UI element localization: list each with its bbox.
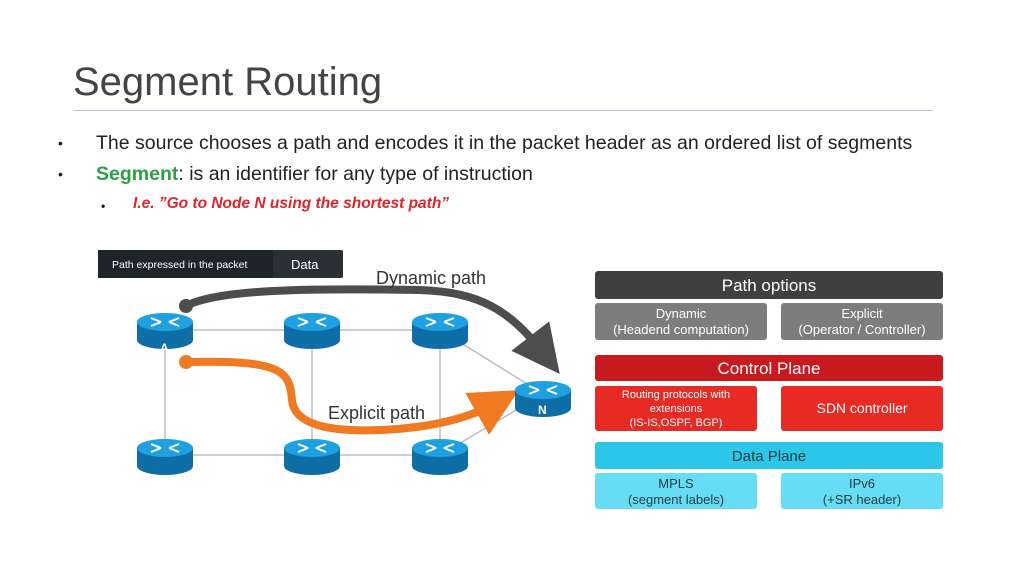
bullet-symbol: • (58, 166, 63, 182)
slide-title: Segment Routing (73, 60, 383, 104)
bullet-text: I.e. ”Go to Node N using the shortest pa… (133, 195, 450, 212)
router-top-right-icon (412, 313, 468, 349)
svg-text:MPLS: MPLS (658, 476, 694, 491)
svg-text:SDN controller: SDN controller (816, 400, 907, 416)
router-n-icon (515, 381, 571, 417)
sdn-controller-box: SDN controller (781, 386, 943, 431)
svg-text:Explicit: Explicit (841, 306, 883, 321)
svg-text:(IS-IS,OSPF, BGP): (IS-IS,OSPF, BGP) (630, 417, 723, 429)
bullet-path-choice: • The source chooses a path and encodes … (58, 130, 913, 156)
svg-text:Data Plane: Data Plane (732, 448, 806, 465)
bullet-text: The source chooses a path and encodes it… (96, 132, 913, 154)
router-bottom-left-icon (137, 439, 193, 475)
explicit-option-box: Explicit (Operator / Controller) (781, 303, 943, 340)
dynamic-path-label: Dynamic path (376, 268, 486, 288)
svg-text:(segment labels): (segment labels) (628, 492, 724, 507)
bullet-symbol: • (58, 135, 63, 151)
svg-text:IPv6: IPv6 (849, 476, 875, 491)
explicit-path-start (179, 355, 193, 369)
svg-text:(Operator / Controller): (Operator / Controller) (798, 322, 925, 337)
router-a-icon (137, 313, 193, 349)
network-links (164, 329, 541, 456)
dynamic-path-start (179, 299, 193, 313)
legend-data-label: Data (291, 257, 319, 272)
svg-text:(+SR header): (+SR header) (823, 492, 901, 507)
data-plane-header: Data Plane (595, 442, 943, 469)
control-plane-header: Control Plane (595, 355, 943, 381)
svg-text:Routing protocols with: Routing protocols with (622, 389, 730, 401)
svg-text:extensions: extensions (650, 403, 703, 415)
svg-text:Dynamic: Dynamic (656, 306, 707, 321)
legend-label: Path expressed in the packet (112, 259, 248, 271)
explicit-path-label: Explicit path (328, 403, 425, 423)
node-n-label: N (538, 403, 547, 417)
svg-text:(Headend computation): (Headend computation) (613, 322, 749, 337)
routing-protocols-box: Routing protocols with extensions (IS-IS… (595, 386, 757, 431)
legend-box: Path expressed in the packet Data (98, 250, 343, 278)
dynamic-path-arrow (184, 285, 560, 374)
bullet-symbol: • (101, 199, 106, 213)
explicit-path-arrow (184, 357, 519, 435)
node-a-label: A (160, 341, 169, 355)
router-bottom-right-icon (412, 439, 468, 475)
router-bottom-middle-icon (284, 439, 340, 475)
bullet-text: : is an identifier for any type of instr… (178, 163, 533, 185)
routers (137, 313, 571, 475)
dynamic-option-box: Dynamic (Headend computation) (595, 303, 767, 340)
path-options-title: Path options (722, 276, 817, 295)
bullet-segment-definition: • Segment: is an identifier for any type… (58, 161, 533, 187)
path-options-header: Path options (595, 271, 943, 299)
segment-keyword: Segment (96, 163, 179, 185)
router-top-middle-icon (284, 313, 340, 349)
sub-bullet-example: • I.e. ”Go to Node N using the shortest … (101, 193, 450, 215)
mpls-box: MPLS (segment labels) (595, 473, 757, 509)
ipv6-box: IPv6 (+SR header) (781, 473, 943, 509)
title-divider (73, 110, 933, 111)
svg-text:Control Plane: Control Plane (717, 359, 820, 378)
